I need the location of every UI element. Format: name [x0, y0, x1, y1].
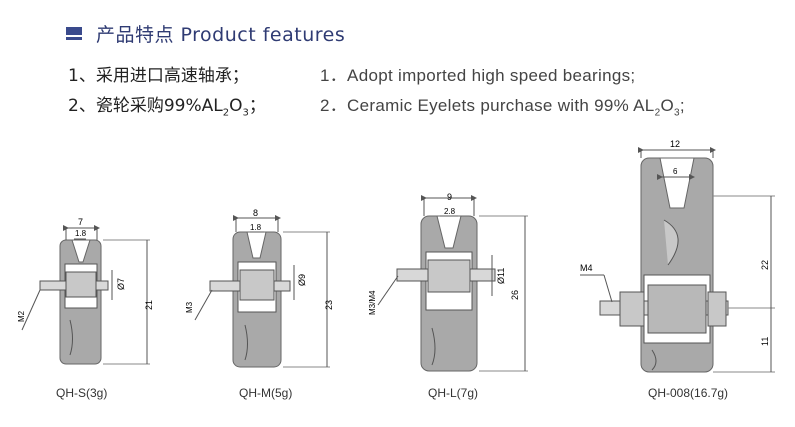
dim-height-qh-m: 23	[324, 300, 334, 310]
dim-width-qh-m: 8	[253, 208, 258, 218]
dim-height-top-qh-008: 22	[760, 260, 770, 270]
dim-screw-qh-008: M4	[580, 263, 593, 273]
section-bar-icon	[66, 26, 82, 40]
feature-en-2: 2．Ceramic Eyelets purchase with 99% AL2O…	[320, 96, 685, 119]
dim-dia-qh-l: Ø11	[496, 268, 506, 284]
wheel-drawing-qh-s: 7 1.8 Ø7 21 M2	[17, 217, 154, 365]
dim-dia-qh-m: Ø9	[297, 274, 307, 286]
feature-cn-1: 1、采用进口高速轴承；	[68, 66, 249, 86]
dim-groove-qh-008: 6	[673, 167, 678, 176]
dim-height-bottom-qh-008: 11	[760, 337, 770, 346]
caption-qh-008: QH-008(16.7g)	[648, 386, 729, 400]
dim-screw-qh-m: M3	[185, 301, 194, 313]
dim-width-qh-s: 7	[78, 217, 83, 227]
dim-screw-qh-s: M2	[17, 310, 26, 322]
dim-screw-qh-l: M3/M4	[368, 290, 377, 315]
dim-dia-qh-s: Ø7	[116, 278, 126, 290]
dim-width-qh-008: 12	[670, 139, 680, 149]
dim-groove-qh-m: 1.8	[250, 223, 262, 232]
wheel-drawing-qh-008: 12 6 22 11 M4	[580, 139, 775, 373]
wheel-drawing-qh-m: 8 1.8 Ø9 23 M3	[185, 208, 334, 368]
caption-qh-l: QH-L(7g)	[428, 386, 479, 400]
section-title: 产品特点 Product features	[96, 23, 346, 46]
dim-groove-qh-s: 1.8	[75, 229, 87, 238]
dim-width-qh-l: 9	[447, 192, 452, 202]
section-header: 产品特点 Product features	[66, 20, 345, 46]
caption-qh-s: QH-S(3g)	[56, 386, 108, 400]
dim-groove-qh-l: 2.8	[444, 207, 456, 216]
wheel-drawing-qh-l: 9 2.8 Ø11 26 M3/M4	[368, 192, 528, 372]
dim-height-qh-s: 21	[144, 300, 154, 310]
caption-qh-m: QH-M(5g)	[239, 386, 293, 400]
feature-en-1: 1．Adopt imported high speed bearings;	[320, 66, 636, 85]
feature-cn-2: 2、瓷轮采购99%AL2O3；	[68, 96, 266, 119]
dim-height-qh-l: 26	[510, 290, 520, 300]
